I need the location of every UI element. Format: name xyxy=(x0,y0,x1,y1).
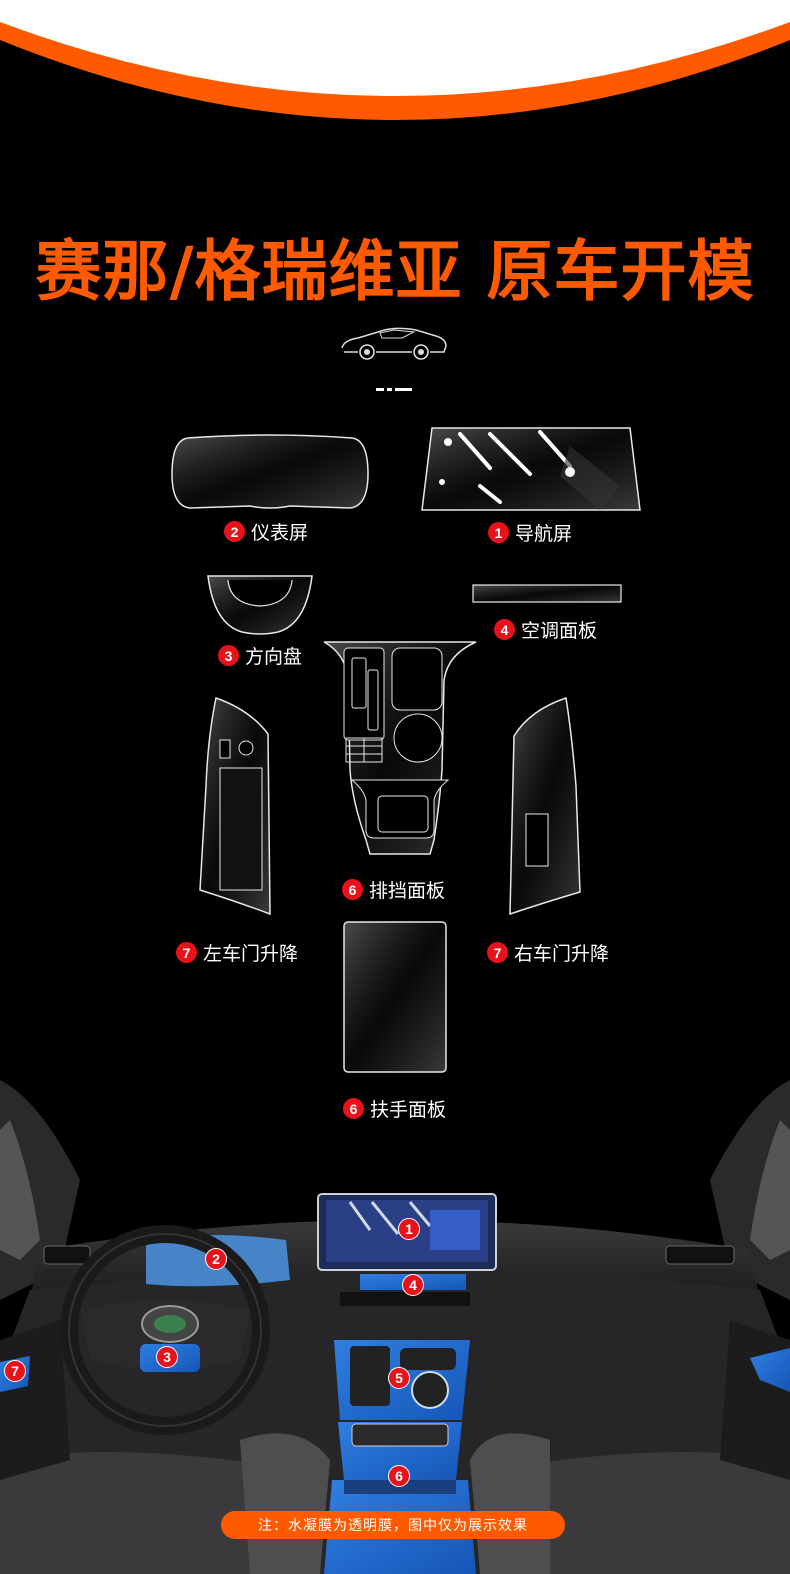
top-arc-decoration xyxy=(0,0,790,120)
instrument-screen-film xyxy=(171,434,369,509)
dash-divider xyxy=(376,388,412,391)
footer-note: 注：水凝膜为透明膜，图中仅为展示效果 xyxy=(221,1511,565,1539)
part-number-badge: 1 xyxy=(488,522,509,543)
interior-marker: 1 xyxy=(398,1218,420,1240)
interior-marker: 3 xyxy=(156,1346,178,1368)
part-name: 仪表屏 xyxy=(251,522,309,544)
part-label: 6 扶手面板 xyxy=(343,1095,446,1122)
right-door-switch-film xyxy=(509,697,581,916)
part-name: 右车门升降 xyxy=(514,943,610,965)
part-number-badge: 2 xyxy=(224,521,245,542)
part-label: 1 导航屏 xyxy=(488,519,572,546)
part-label: 7 左车门升降 xyxy=(176,939,298,966)
part-number-badge: 7 xyxy=(176,942,197,963)
part-number-badge: 6 xyxy=(343,1098,364,1119)
part-label: 3 方向盘 xyxy=(218,642,302,669)
part-name: 方向盘 xyxy=(245,646,303,668)
page-title: 赛那/格瑞维亚 原车开模 xyxy=(35,233,755,310)
interior-marker: 6 xyxy=(388,1465,410,1487)
gear-panel-film xyxy=(323,641,477,855)
interior-marker: 4 xyxy=(402,1274,424,1296)
steering-wheel-film xyxy=(207,575,313,635)
part-number-badge: 3 xyxy=(218,645,239,666)
interior-marker: 7 xyxy=(4,1360,26,1382)
part-label: 7 右车门升降 xyxy=(487,939,609,966)
left-door-switch-film xyxy=(199,697,271,916)
ac-panel-film xyxy=(472,584,622,603)
part-label: 2 仪表屏 xyxy=(224,518,308,545)
interior-marker: 2 xyxy=(205,1248,227,1270)
part-label: 4 空调面板 xyxy=(494,616,597,643)
part-name: 排挡面板 xyxy=(369,880,446,902)
part-number-badge: 7 xyxy=(487,942,508,963)
car-outline-icon xyxy=(341,327,447,360)
armrest-panel-film xyxy=(343,921,447,1073)
part-number-badge: 4 xyxy=(494,619,515,640)
car-interior-illustration xyxy=(0,1080,790,1574)
navigation-screen-film xyxy=(421,427,641,511)
part-name: 空调面板 xyxy=(521,620,598,642)
part-name: 导航屏 xyxy=(515,523,573,545)
interior-marker: 5 xyxy=(388,1367,410,1389)
part-number-badge: 6 xyxy=(342,879,363,900)
part-name: 扶手面板 xyxy=(370,1099,447,1121)
part-label: 6 排挡面板 xyxy=(342,876,445,903)
part-name: 左车门升降 xyxy=(203,943,299,965)
